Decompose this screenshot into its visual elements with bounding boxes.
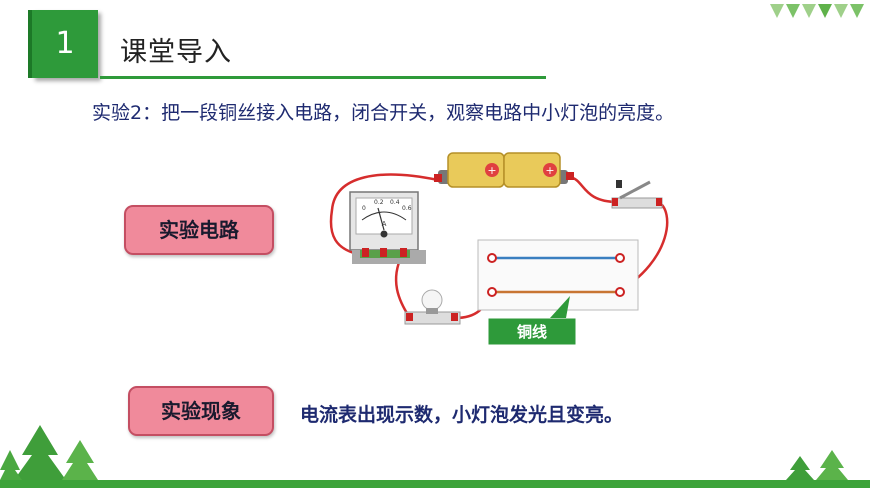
svg-text:0.6: 0.6 xyxy=(402,205,412,212)
label-experiment-circuit: 实验电路 xyxy=(124,205,274,255)
decorative-trees-left xyxy=(0,425,98,480)
svg-text:+: + xyxy=(487,164,496,177)
switch-icon xyxy=(611,180,663,209)
svg-text:A: A xyxy=(382,220,387,228)
decorative-triangles xyxy=(770,4,864,18)
experiment-result: 电流表出现示数，小灯泡发光且变亮。 xyxy=(300,404,624,426)
bottom-bar xyxy=(0,480,870,488)
decorative-trees-right xyxy=(786,450,848,480)
title-underline xyxy=(100,76,546,79)
experiment-description: 实验2：把一段铜丝接入电路，闭合开关，观察电路中小灯泡的亮度。 xyxy=(92,102,675,124)
battery-icon: + + xyxy=(434,152,574,188)
svg-text:0.2: 0.2 xyxy=(374,199,384,206)
section-number-stripe xyxy=(28,10,32,78)
test-board xyxy=(477,239,639,311)
ammeter-icon: 0 0.2 0.4 0.6 A xyxy=(349,191,426,264)
svg-text:+: + xyxy=(545,164,554,177)
svg-text:0: 0 xyxy=(362,205,366,212)
label-experiment-phenomenon: 实验现象 xyxy=(128,386,274,436)
circuit-diagram: + + 0 0.2 0.4 0.6 A xyxy=(329,152,669,346)
copper-wire-callout: 铜线 xyxy=(487,296,577,346)
section-number-badge: 1 xyxy=(32,10,98,78)
page-title: 课堂导入 xyxy=(120,37,232,68)
copper-wire-label: 铜线 xyxy=(517,323,547,341)
svg-text:0.4: 0.4 xyxy=(390,199,400,206)
light-bulb-icon xyxy=(404,289,461,325)
